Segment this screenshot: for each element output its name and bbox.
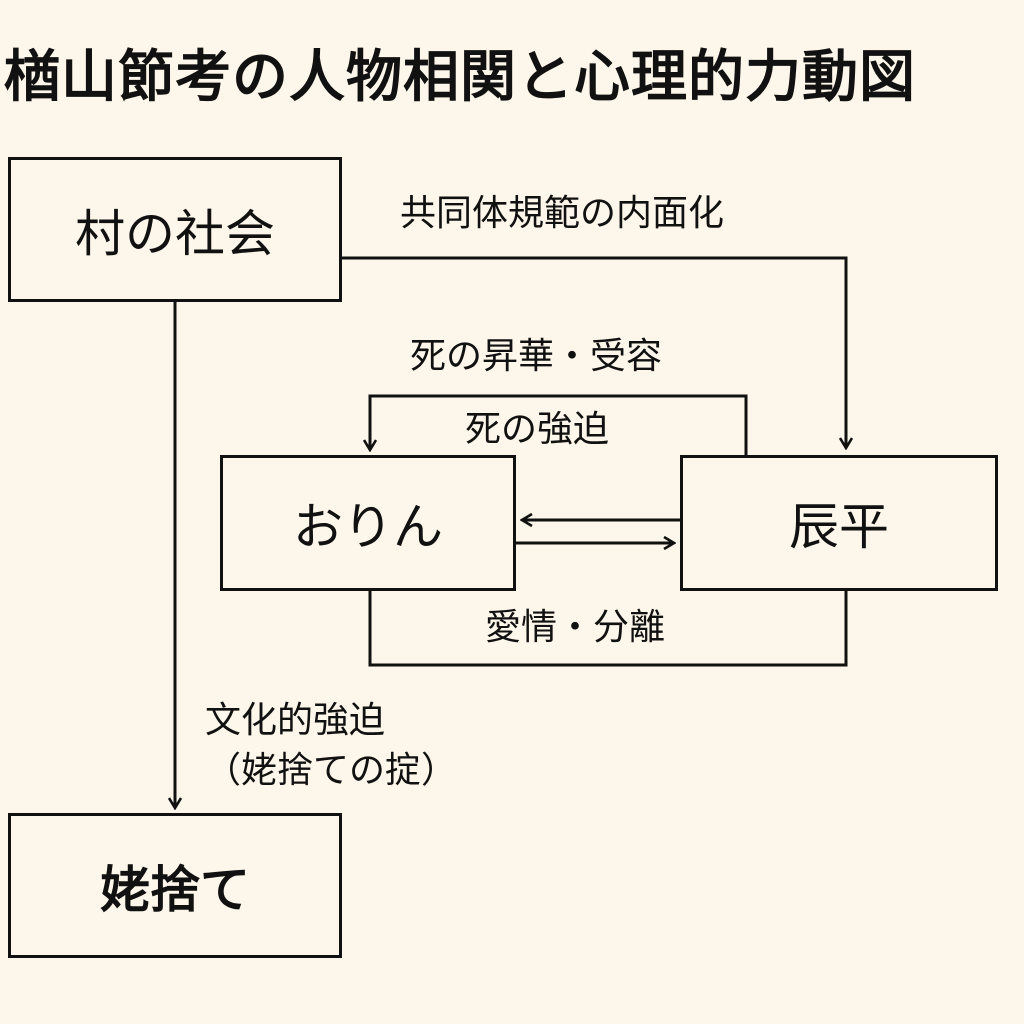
- node-orin-label: おりん: [293, 498, 443, 556]
- node-village-society-label: 村の社会: [75, 204, 275, 263]
- edge-label-cultural-coercion-line1: 文化的強迫: [205, 700, 386, 741]
- node-ubasute-label: 姥捨て: [100, 860, 250, 919]
- node-tatsuhei-label: 辰平: [789, 498, 889, 556]
- edge-label-death-sublimation: 死の昇華・受容: [410, 336, 663, 377]
- node-orin: おりん: [220, 455, 516, 591]
- node-village-society: 村の社会: [8, 157, 342, 302]
- edge-label-cultural-coercion-line2: （姥捨ての掟）: [205, 750, 458, 791]
- edge-label-love-separation: 愛情・分離: [485, 607, 666, 648]
- node-ubasute: 姥捨て: [8, 813, 342, 958]
- edge-label-cultural-coercion: 文化的強迫 （姥捨ての掟）: [205, 696, 457, 796]
- edge-label-norm-internalization: 共同体規範の内面化: [400, 193, 725, 234]
- edge-label-death-coercion: 死の強迫: [465, 409, 610, 450]
- diagram-title: 楢山節考の人物相関と心理的力動図: [4, 45, 916, 110]
- node-tatsuhei: 辰平: [680, 455, 998, 591]
